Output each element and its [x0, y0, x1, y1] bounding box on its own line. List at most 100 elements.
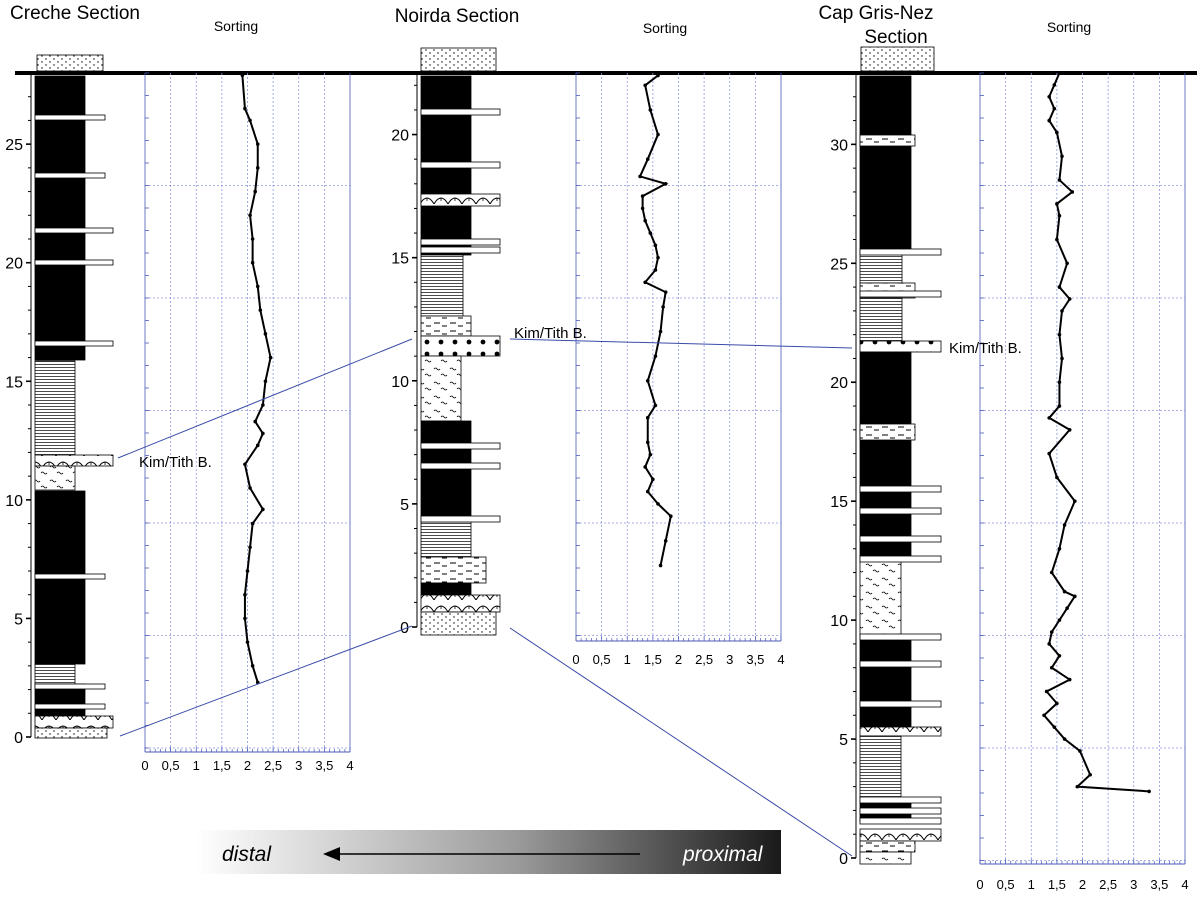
limestone-band [34, 683, 106, 690]
sorting-data-point [648, 231, 653, 235]
limestone-band [420, 515, 501, 523]
sorting-tick-label: 3,5 [315, 758, 333, 773]
sorting-tick-label: 1 [1028, 877, 1035, 892]
sorting-data-point [653, 403, 658, 408]
limestone-band [859, 796, 942, 804]
sorting-tick-label: 4 [1181, 877, 1188, 892]
sorting-data-point [1088, 772, 1092, 777]
sorting-data-point [1067, 677, 1072, 682]
limestone-band [859, 817, 942, 825]
trend-gradient-bar [196, 830, 781, 874]
sorting-data-point [656, 502, 660, 506]
limestone-band [859, 290, 942, 298]
sorting-data-point [1060, 154, 1064, 159]
sorting-data-point [250, 664, 255, 668]
sorting-data-point [1073, 594, 1077, 599]
sorting-tick-label: 3 [295, 758, 302, 773]
depth-tick-label: 25 [5, 137, 23, 154]
limestone-band [420, 246, 501, 254]
sorting-tick-label: 0,5 [593, 652, 611, 667]
sorting-data-point [1057, 654, 1062, 658]
sorting-tick-label: 2,5 [695, 652, 713, 667]
oolitic-bed [420, 335, 501, 357]
sorting-data-point [1047, 451, 1051, 456]
creche-kim-tith-label: Kim/Tith B. [139, 454, 212, 471]
sorting-data-point [653, 268, 658, 272]
sorting-data-point [1042, 713, 1046, 718]
cap-gris-nez-sorting-plot [979, 71, 1186, 865]
sorting-data-point [1057, 618, 1062, 622]
sorting-data-point [250, 521, 255, 526]
sorting-data-point [1067, 297, 1072, 301]
sorting-data-point [645, 378, 650, 383]
limestone-bed [859, 840, 916, 853]
sorting-data-point [658, 329, 663, 334]
limestone-band [34, 259, 114, 266]
sorting-tick-label: 1,5 [644, 652, 662, 667]
bioturbated-bed [34, 465, 76, 491]
sorting-data-point [1047, 94, 1051, 99]
sorting-data-point [248, 118, 252, 123]
creche-lithology-column [34, 75, 114, 739]
sorting-data-point [1147, 789, 1151, 794]
sand-bed [34, 727, 108, 739]
depth-tick-label: 5 [839, 732, 848, 749]
limestone-band [34, 172, 106, 179]
sorting-tick-label: 0 [976, 877, 983, 892]
sorting-data-point [1044, 689, 1049, 694]
depth-tick-label: 20 [830, 375, 848, 392]
limestone-band [34, 114, 106, 121]
sorting-data-point [243, 616, 247, 621]
sorting-data-point [255, 166, 260, 170]
limestone-band [420, 238, 501, 246]
noirda-lithology-column [420, 75, 501, 636]
sorting-curve [241, 75, 272, 683]
sorting-tick-label: 0 [141, 758, 148, 773]
sorting-data-point [243, 592, 247, 597]
depth-tick-label: 0 [839, 851, 848, 868]
sorting-tick-label: 3 [1130, 877, 1137, 892]
sorting-tick-label: 3 [726, 652, 733, 667]
sorting-data-point [643, 218, 647, 223]
sorting-data-point [1078, 749, 1082, 753]
cap-gris-nez-title-line2: Section [864, 27, 927, 48]
sorting-data-point [255, 443, 260, 448]
laminated-bed [859, 297, 903, 342]
sorting-data-point [1055, 130, 1059, 135]
sorting-data-point [255, 284, 260, 289]
sorting-tick-label: 1,5 [213, 758, 231, 773]
sorting-data-point [661, 305, 665, 309]
sorting-data-point [1062, 737, 1067, 741]
oolitic-bed [859, 340, 942, 353]
sorting-data-point [663, 182, 668, 186]
sorting-data-point [663, 539, 668, 543]
sorting-data-point [1060, 356, 1064, 361]
limestone-band [420, 462, 501, 470]
limestone-band [420, 108, 501, 116]
sorting-tick-label: 1 [193, 758, 200, 773]
shale-bed [420, 420, 472, 523]
depth-tick-label: 30 [830, 137, 848, 154]
cap-gris-nez-sorting-label: Sorting [1047, 19, 1091, 35]
cap-gris-nez-title-line1: Cap Gris-Nez [818, 3, 933, 24]
sorting-data-point [1055, 237, 1059, 242]
sorting-tick-label: 4 [346, 758, 353, 773]
limestone-band [859, 248, 942, 256]
bioturbated-bed [859, 851, 912, 865]
depth-tick-label: 20 [391, 128, 409, 145]
creche-top-sand-cap [36, 54, 104, 72]
sorting-data-point [645, 157, 650, 161]
sorting-data-point [1057, 213, 1062, 218]
limestone-band [34, 573, 106, 580]
sorting-data-point [1057, 71, 1062, 75]
creche-sorting-label: Sorting [214, 18, 258, 34]
sorting-data-point [645, 440, 650, 445]
sorting-data-point [253, 189, 257, 194]
sorting-data-point [261, 431, 265, 436]
sorting-data-point [253, 419, 257, 424]
